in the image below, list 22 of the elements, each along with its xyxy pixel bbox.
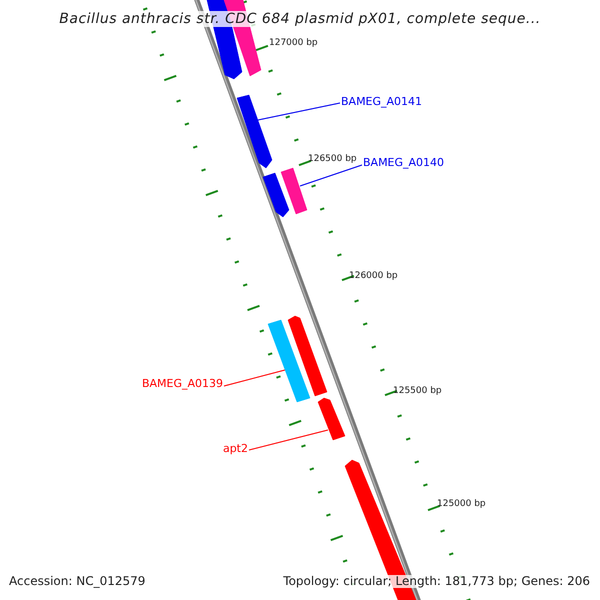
gene-feature — [288, 316, 328, 396]
leader-line — [224, 370, 286, 386]
summary-text: Topology: circular; Length: 181,773 bp; Genes: 206 — [283, 575, 590, 588]
tick-label: 126500 bp — [308, 155, 357, 165]
leader-line — [258, 102, 340, 120]
gene-label: BAMEG_A0140 — [363, 157, 444, 170]
gene-label: BAMEG_A0141 — [341, 96, 422, 108]
title: Bacillus anthracis str. CDC 684 plasmid pX01, complete seque... — [59, 11, 541, 27]
gene-feature — [280, 168, 308, 214]
leader-line — [248, 430, 328, 450]
gene-feature — [268, 320, 310, 402]
accession-text: Accession: NC_012579 — [9, 575, 146, 588]
gene-feature — [318, 398, 346, 440]
gene-label: BAMEG_A0139 — [142, 378, 223, 390]
gene-feature — [262, 172, 290, 218]
tick-label: 127000 bp — [269, 39, 318, 49]
gene-label: apt2 — [222, 443, 248, 456]
leader-line — [300, 164, 362, 186]
tick-label: 125500 bp — [393, 387, 442, 397]
tick-label: 125000 bp — [437, 500, 486, 510]
tick-label: 126000 bp — [349, 272, 398, 282]
gene-feature — [236, 94, 272, 168]
